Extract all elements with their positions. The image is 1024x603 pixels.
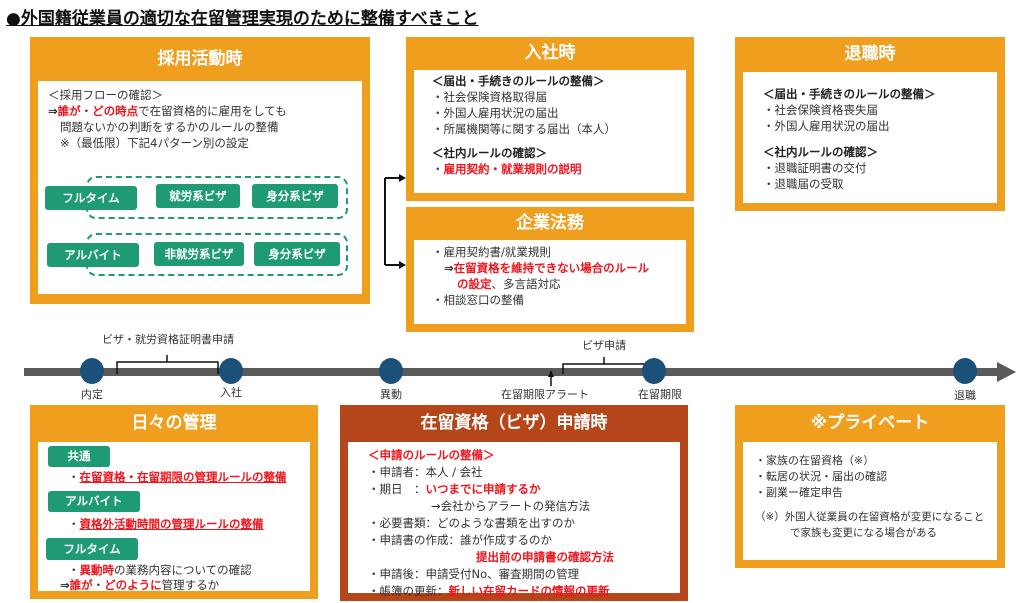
legal-item: ・雇用契約書/就業規則 bbox=[432, 245, 551, 259]
bracket-1 bbox=[116, 355, 219, 374]
recruit-line2: 問題ないかの判断をするかのルールの整備 bbox=[60, 120, 279, 134]
timeline-axis bbox=[24, 355, 1016, 386]
visa-line: 提出前の申請書の確認方法 bbox=[476, 550, 614, 564]
tag-work-visa: 就労系ビザ bbox=[156, 184, 240, 208]
timeline-label: 異動 bbox=[380, 388, 402, 401]
tag-parttime: アルバイト bbox=[48, 491, 140, 512]
retire-box: 退職時 ＜届出・手続きのルールの整備＞ ・社会保険資格喪失届 ・外国人雇用状況の… bbox=[735, 37, 1005, 211]
daily-item-2: ・資格外活動時間の管理ルールの整備 bbox=[68, 517, 264, 531]
legal-title: 企業法務 bbox=[516, 213, 584, 233]
private-title: ※プライベート bbox=[810, 413, 930, 433]
daily-item-4: ⇒誰が・どのように管理するか bbox=[60, 578, 220, 592]
recruit-heading: ＜採用フローの確認＞ bbox=[48, 88, 163, 102]
page-title: ●外国籍従業員の適切な在留管理実現のために整備すべきこと bbox=[6, 9, 479, 29]
joining-heading-1: ＜届出・手続きのルールの整備＞ bbox=[432, 74, 605, 88]
legal-rule: ⇒在留資格を維持できない場合のルール bbox=[444, 261, 650, 275]
recruit-rule: ⇒誰が・どの時点で在留資格的に雇用をしても bbox=[48, 104, 287, 118]
private-item: ・家族の在留資格（※） bbox=[755, 454, 875, 467]
retire-heading-1: ＜届出・手続きのルールの整備＞ bbox=[763, 87, 936, 101]
alert-label: 在留期限アラート bbox=[501, 388, 589, 401]
timeline-label: 退職 bbox=[954, 389, 976, 402]
timeline-dot bbox=[219, 358, 243, 384]
tag-fulltime: フルタイム bbox=[46, 538, 138, 560]
alert-arrow bbox=[548, 370, 554, 377]
visa-heading: ＜申請のルールの整備＞ bbox=[368, 448, 495, 462]
private-item: ・転居の状況・届出の確認 bbox=[755, 470, 887, 483]
recruit-box: 採用活動時 ＜採用フローの確認＞ ⇒誰が・どの時点で在留資格的に雇用をしても 問… bbox=[30, 37, 370, 304]
recruit-line3: ※（最低限）下記4パターン別の設定 bbox=[60, 136, 249, 150]
private-item: ・副業ー確定申告 bbox=[755, 486, 843, 499]
retire-title: 退職時 bbox=[844, 44, 896, 64]
legal-rule-cont: の設定、多言語対応 bbox=[457, 277, 561, 291]
visa-line: ・帳簿の更新：新しい在留カードの情報の更新 bbox=[368, 584, 610, 598]
daily-title: 日々の管理 bbox=[131, 413, 217, 433]
timeline-label: 内定 bbox=[81, 388, 103, 401]
retire-item: ・外国人雇用状況の届出 bbox=[763, 119, 890, 133]
legal-item: ・相談窓口の整備 bbox=[432, 293, 524, 307]
daily-box: 日々の管理 共通 ・在留資格・在留期限の管理ルールの整備 アルバイト ・資格外活… bbox=[30, 405, 318, 599]
joining-item: ・所属機関等に関する届出（本人） bbox=[432, 122, 616, 136]
timeline-dot bbox=[642, 358, 666, 384]
daily-item-1: ・在留資格・在留期限の管理ルールの整備 bbox=[68, 470, 287, 484]
private-note: で家族も変更になる場合がある bbox=[790, 527, 937, 539]
retire-heading-2: ＜社内ルールの確認＞ bbox=[763, 145, 878, 159]
tag-fulltime: フルタイム bbox=[45, 186, 137, 210]
retire-item: ・退職届の受取 bbox=[763, 177, 844, 191]
connector-arrows bbox=[384, 174, 406, 269]
visa-line: ・必要書類：どのような書類を出すのか bbox=[368, 516, 575, 530]
timeline-label: 在留期限 bbox=[638, 388, 682, 401]
daily-item-3: ・異動時の業務内容についての確認 bbox=[68, 563, 252, 577]
joining-title: 入社時 bbox=[524, 43, 576, 63]
retire-item: ・社会保険資格喪失届 bbox=[763, 103, 878, 117]
bracket-label-2: ビザ申請 bbox=[582, 339, 626, 352]
timeline-label: 入社 bbox=[220, 386, 242, 399]
visa-line: ・申請者：本人 / 会社 bbox=[368, 465, 483, 479]
visa-line: ・申請後：申請受付No、審査期間の管理 bbox=[368, 567, 580, 581]
joining-box: 入社時 ＜届出・手続きのルールの整備＞ ・社会保険資格取得届 ・外国人雇用状況の… bbox=[406, 37, 694, 201]
tag-common: 共通 bbox=[48, 446, 110, 467]
joining-item: ・社会保険資格取得届 bbox=[432, 90, 547, 104]
tag-status-visa-2: 身分系ビザ bbox=[254, 242, 340, 266]
retire-item: ・退職証明書の交付 bbox=[763, 161, 867, 175]
joining-heading-2: ＜社内ルールの確認＞ bbox=[432, 146, 547, 160]
visa-box: 在留資格（ビザ）申請時 ＜申請のルールの整備＞ ・申請者：本人 / 会社 ・期日… bbox=[340, 405, 688, 601]
timeline-dot bbox=[953, 358, 977, 384]
tag-parttime: アルバイト bbox=[47, 243, 139, 267]
private-note: （※）外国人従業員の在留資格が変更になること bbox=[755, 511, 985, 523]
joining-item: ・外国人雇用状況の届出 bbox=[432, 106, 559, 120]
tag-status-visa: 身分系ビザ bbox=[252, 184, 338, 208]
visa-line: ・申請書の作成：誰が作成するのか bbox=[368, 533, 552, 547]
visa-line: ・期日 ：いつまでに申請するか bbox=[368, 482, 541, 496]
visa-title: 在留資格（ビザ）申請時 bbox=[420, 413, 608, 433]
visa-line: →会社からアラートの発信方法 bbox=[431, 499, 591, 513]
tag-nonwork-visa: 非就労系ビザ bbox=[154, 242, 244, 266]
timeline-dot bbox=[379, 358, 403, 384]
private-box: ※プライベート ・家族の在留資格（※） ・転居の状況・届出の確認 ・副業ー確定申… bbox=[735, 405, 1005, 568]
joining-rule: ・雇用契約・就業規則の説明 bbox=[432, 162, 582, 176]
recruit-title: 採用活動時 bbox=[157, 49, 243, 69]
timeline-dot bbox=[80, 358, 104, 384]
bracket-label-1: ビザ・就労資格証明書申請 bbox=[102, 333, 234, 346]
legal-box: 企業法務 ・雇用契約書/就業規則 ⇒在留資格を維持できない場合のルール の設定、… bbox=[406, 207, 694, 332]
